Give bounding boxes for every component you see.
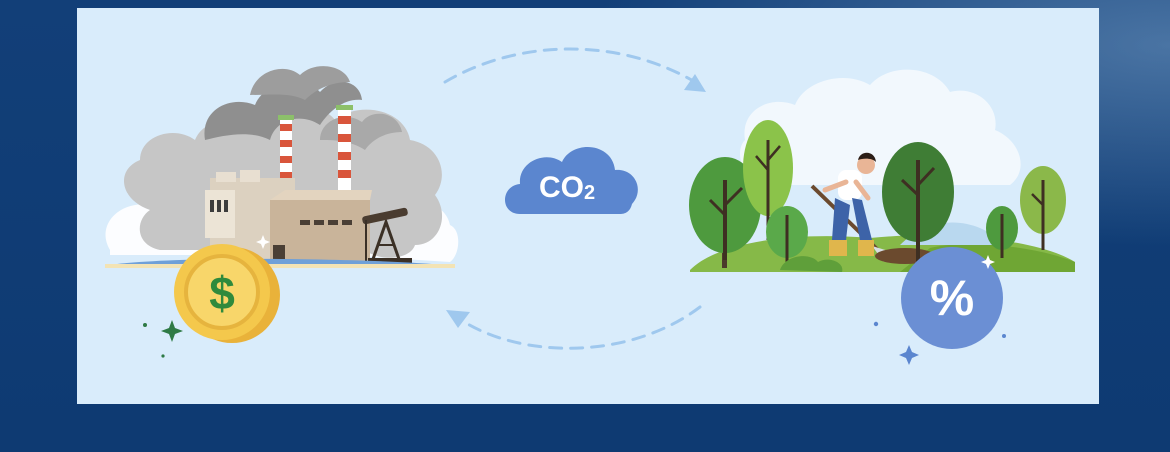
arrow-head-top xyxy=(684,74,706,92)
forest-group xyxy=(689,69,1075,272)
tree-icon xyxy=(882,142,954,262)
co2-main: CO xyxy=(539,171,584,204)
percent-badge: % xyxy=(901,247,1003,349)
chimney-right xyxy=(336,105,353,198)
background-cloud xyxy=(740,69,1021,185)
sparkle-dot xyxy=(1002,334,1006,338)
sparkle-dot xyxy=(873,321,879,327)
smoke-plume xyxy=(204,81,362,140)
sparkle-dot xyxy=(143,323,147,327)
coin-symbol: $ xyxy=(209,267,235,319)
co2-label: CO2 xyxy=(539,171,595,204)
cycle-arrow-top xyxy=(443,47,697,84)
chimney-left xyxy=(278,115,294,188)
person-planting xyxy=(810,152,935,264)
bush xyxy=(780,256,843,272)
factory-building-front xyxy=(270,200,370,266)
tree-icon xyxy=(1020,166,1066,250)
tree-icon xyxy=(743,120,793,240)
tree-icon xyxy=(986,206,1018,258)
cycle-arrow-bottom xyxy=(456,305,702,350)
dollar-coin: $ xyxy=(174,244,280,343)
sparkle-icon xyxy=(899,345,919,365)
co2-cloud: CO2 xyxy=(505,147,638,214)
arrow-head-bottom xyxy=(446,310,470,328)
sparkle-icon xyxy=(981,255,995,269)
smoke-plume xyxy=(250,66,350,100)
percent-symbol: % xyxy=(930,270,974,326)
sparkle-dot xyxy=(161,354,165,358)
tree-icon xyxy=(766,206,808,262)
sparkle-icon xyxy=(256,235,270,249)
tree-icon xyxy=(689,157,761,268)
co2-subscript: 2 xyxy=(584,182,595,204)
sparkle-icon xyxy=(161,320,183,342)
factory-group xyxy=(105,66,459,268)
